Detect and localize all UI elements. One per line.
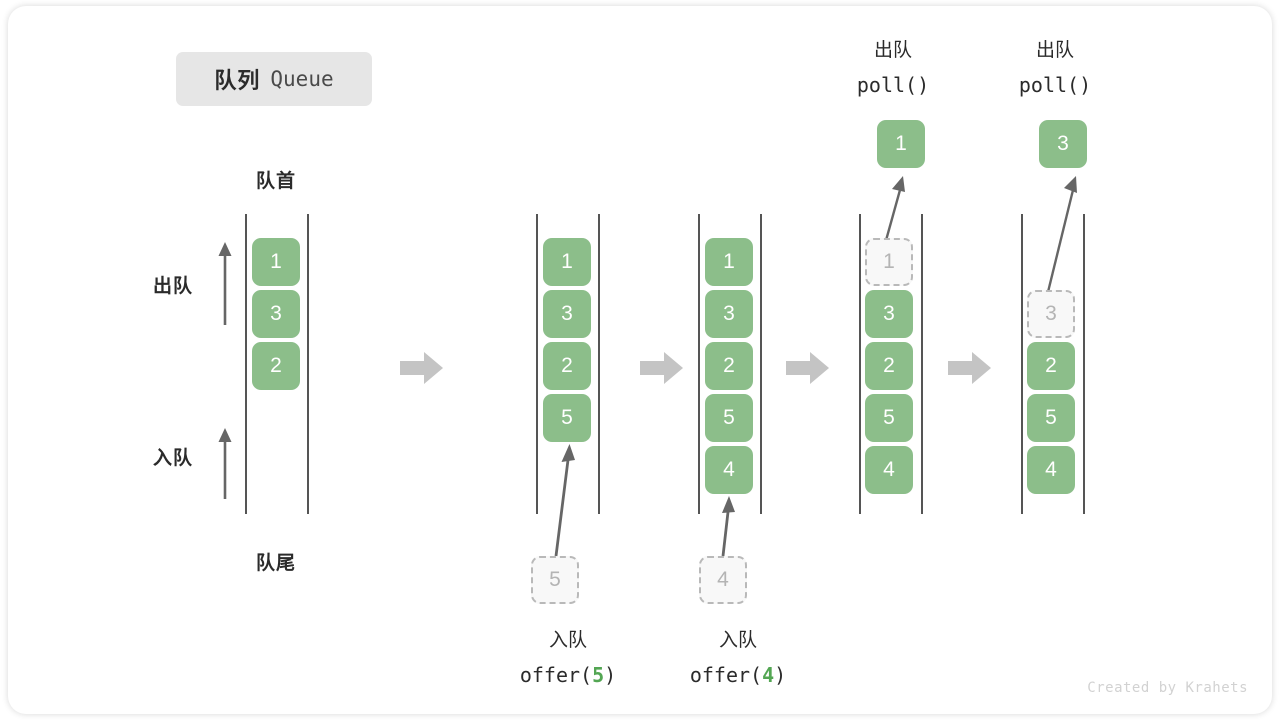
enqueue-operation-code: offer(4)	[689, 663, 787, 687]
credit-text: Created by Krahets	[1087, 680, 1248, 696]
queue-removed-ghost-cell: 3	[1027, 290, 1075, 338]
queue-cell: 5	[705, 394, 753, 442]
queue-cell: 3	[705, 290, 753, 338]
queue-cell: 3	[865, 290, 913, 338]
queue-cell: 1	[705, 238, 753, 286]
queue-cell-new: 4	[705, 446, 753, 494]
queue-incoming-ghost-cell: 5	[531, 556, 579, 604]
enqueue-insert-arrow-icon	[554, 444, 575, 557]
enqueue-direction-label: 入队	[153, 448, 194, 469]
diagram-title-en: Queue	[270, 67, 334, 91]
dequeue-operation-cn: 出队	[873, 40, 912, 61]
queue-cell: 4	[865, 446, 913, 494]
dequeue-direction-arrow-icon	[218, 242, 232, 325]
flow-arrow-icon	[640, 352, 683, 384]
enqueue-operation-arg: 4	[762, 663, 775, 687]
queue-cell: 2	[705, 342, 753, 390]
queue-cell-new: 5	[543, 394, 591, 442]
enqueue-operation-code: offer(5)	[519, 663, 617, 687]
queue-rail-right	[598, 214, 600, 514]
dequeue-direction-label: 出队	[153, 276, 194, 297]
queue-rail-right	[921, 214, 923, 514]
enqueue-operation-cn: 入队	[718, 630, 757, 651]
dequeue-operation-code: poll()	[856, 73, 930, 97]
queue-rail-right	[1083, 214, 1085, 514]
queue-cell: 2	[252, 342, 300, 390]
enqueue-operation-label: 入队 offer(5)	[468, 624, 668, 692]
queue-rail-left	[859, 214, 861, 514]
queue-rail-left	[1021, 214, 1023, 514]
dequeue-operation-code: poll()	[1018, 73, 1092, 97]
queue-cell: 1	[252, 238, 300, 286]
queue-cell: 2	[543, 342, 591, 390]
queue-rail-left	[536, 214, 538, 514]
queue-removed-ghost-cell: 1	[865, 238, 913, 286]
diagram-title-cn: 队列	[214, 68, 261, 93]
enqueue-insert-arrow-icon	[721, 496, 735, 557]
dequeue-remove-arrow-icon	[1046, 176, 1077, 293]
queue-cell: 2	[865, 342, 913, 390]
queue-rail-right	[760, 214, 762, 514]
flow-arrow-icon	[948, 352, 991, 384]
queue-cell: 3	[543, 290, 591, 338]
queue-cell: 4	[1027, 446, 1075, 494]
queue-incoming-ghost-cell: 4	[699, 556, 747, 604]
enqueue-direction-arrow-icon	[218, 428, 232, 499]
queue-popped-cell: 1	[877, 120, 925, 168]
flow-arrow-icon	[786, 352, 829, 384]
dequeue-operation-label: 出队 poll()	[970, 34, 1140, 102]
queue-rear-label: 队尾	[255, 553, 296, 574]
dequeue-operation-cn: 出队	[1035, 40, 1074, 61]
queue-cell: 3	[252, 290, 300, 338]
queue-rail-left	[245, 214, 247, 514]
queue-popped-cell: 3	[1039, 120, 1087, 168]
queue-front-label: 队首	[255, 171, 296, 192]
enqueue-operation-cn: 入队	[548, 630, 587, 651]
queue-cell: 2	[1027, 342, 1075, 390]
diagram-title-chip: 队列 Queue	[176, 52, 372, 106]
queue-cell: 5	[1027, 394, 1075, 442]
enqueue-operation-label: 入队 offer(4)	[638, 624, 838, 692]
queue-rail-right	[307, 214, 309, 514]
diagram-canvas: 队列 Queue 队首 队尾 出队 入队 1 3 2 1 3 2 5 5 入	[8, 6, 1272, 714]
enqueue-operation-arg: 5	[592, 663, 605, 687]
dequeue-remove-arrow-icon	[883, 176, 905, 245]
queue-cell: 5	[865, 394, 913, 442]
queue-rail-left	[698, 214, 700, 514]
flow-arrow-icon	[400, 352, 443, 384]
dequeue-operation-label: 出队 poll()	[808, 34, 978, 102]
queue-cell: 1	[543, 238, 591, 286]
